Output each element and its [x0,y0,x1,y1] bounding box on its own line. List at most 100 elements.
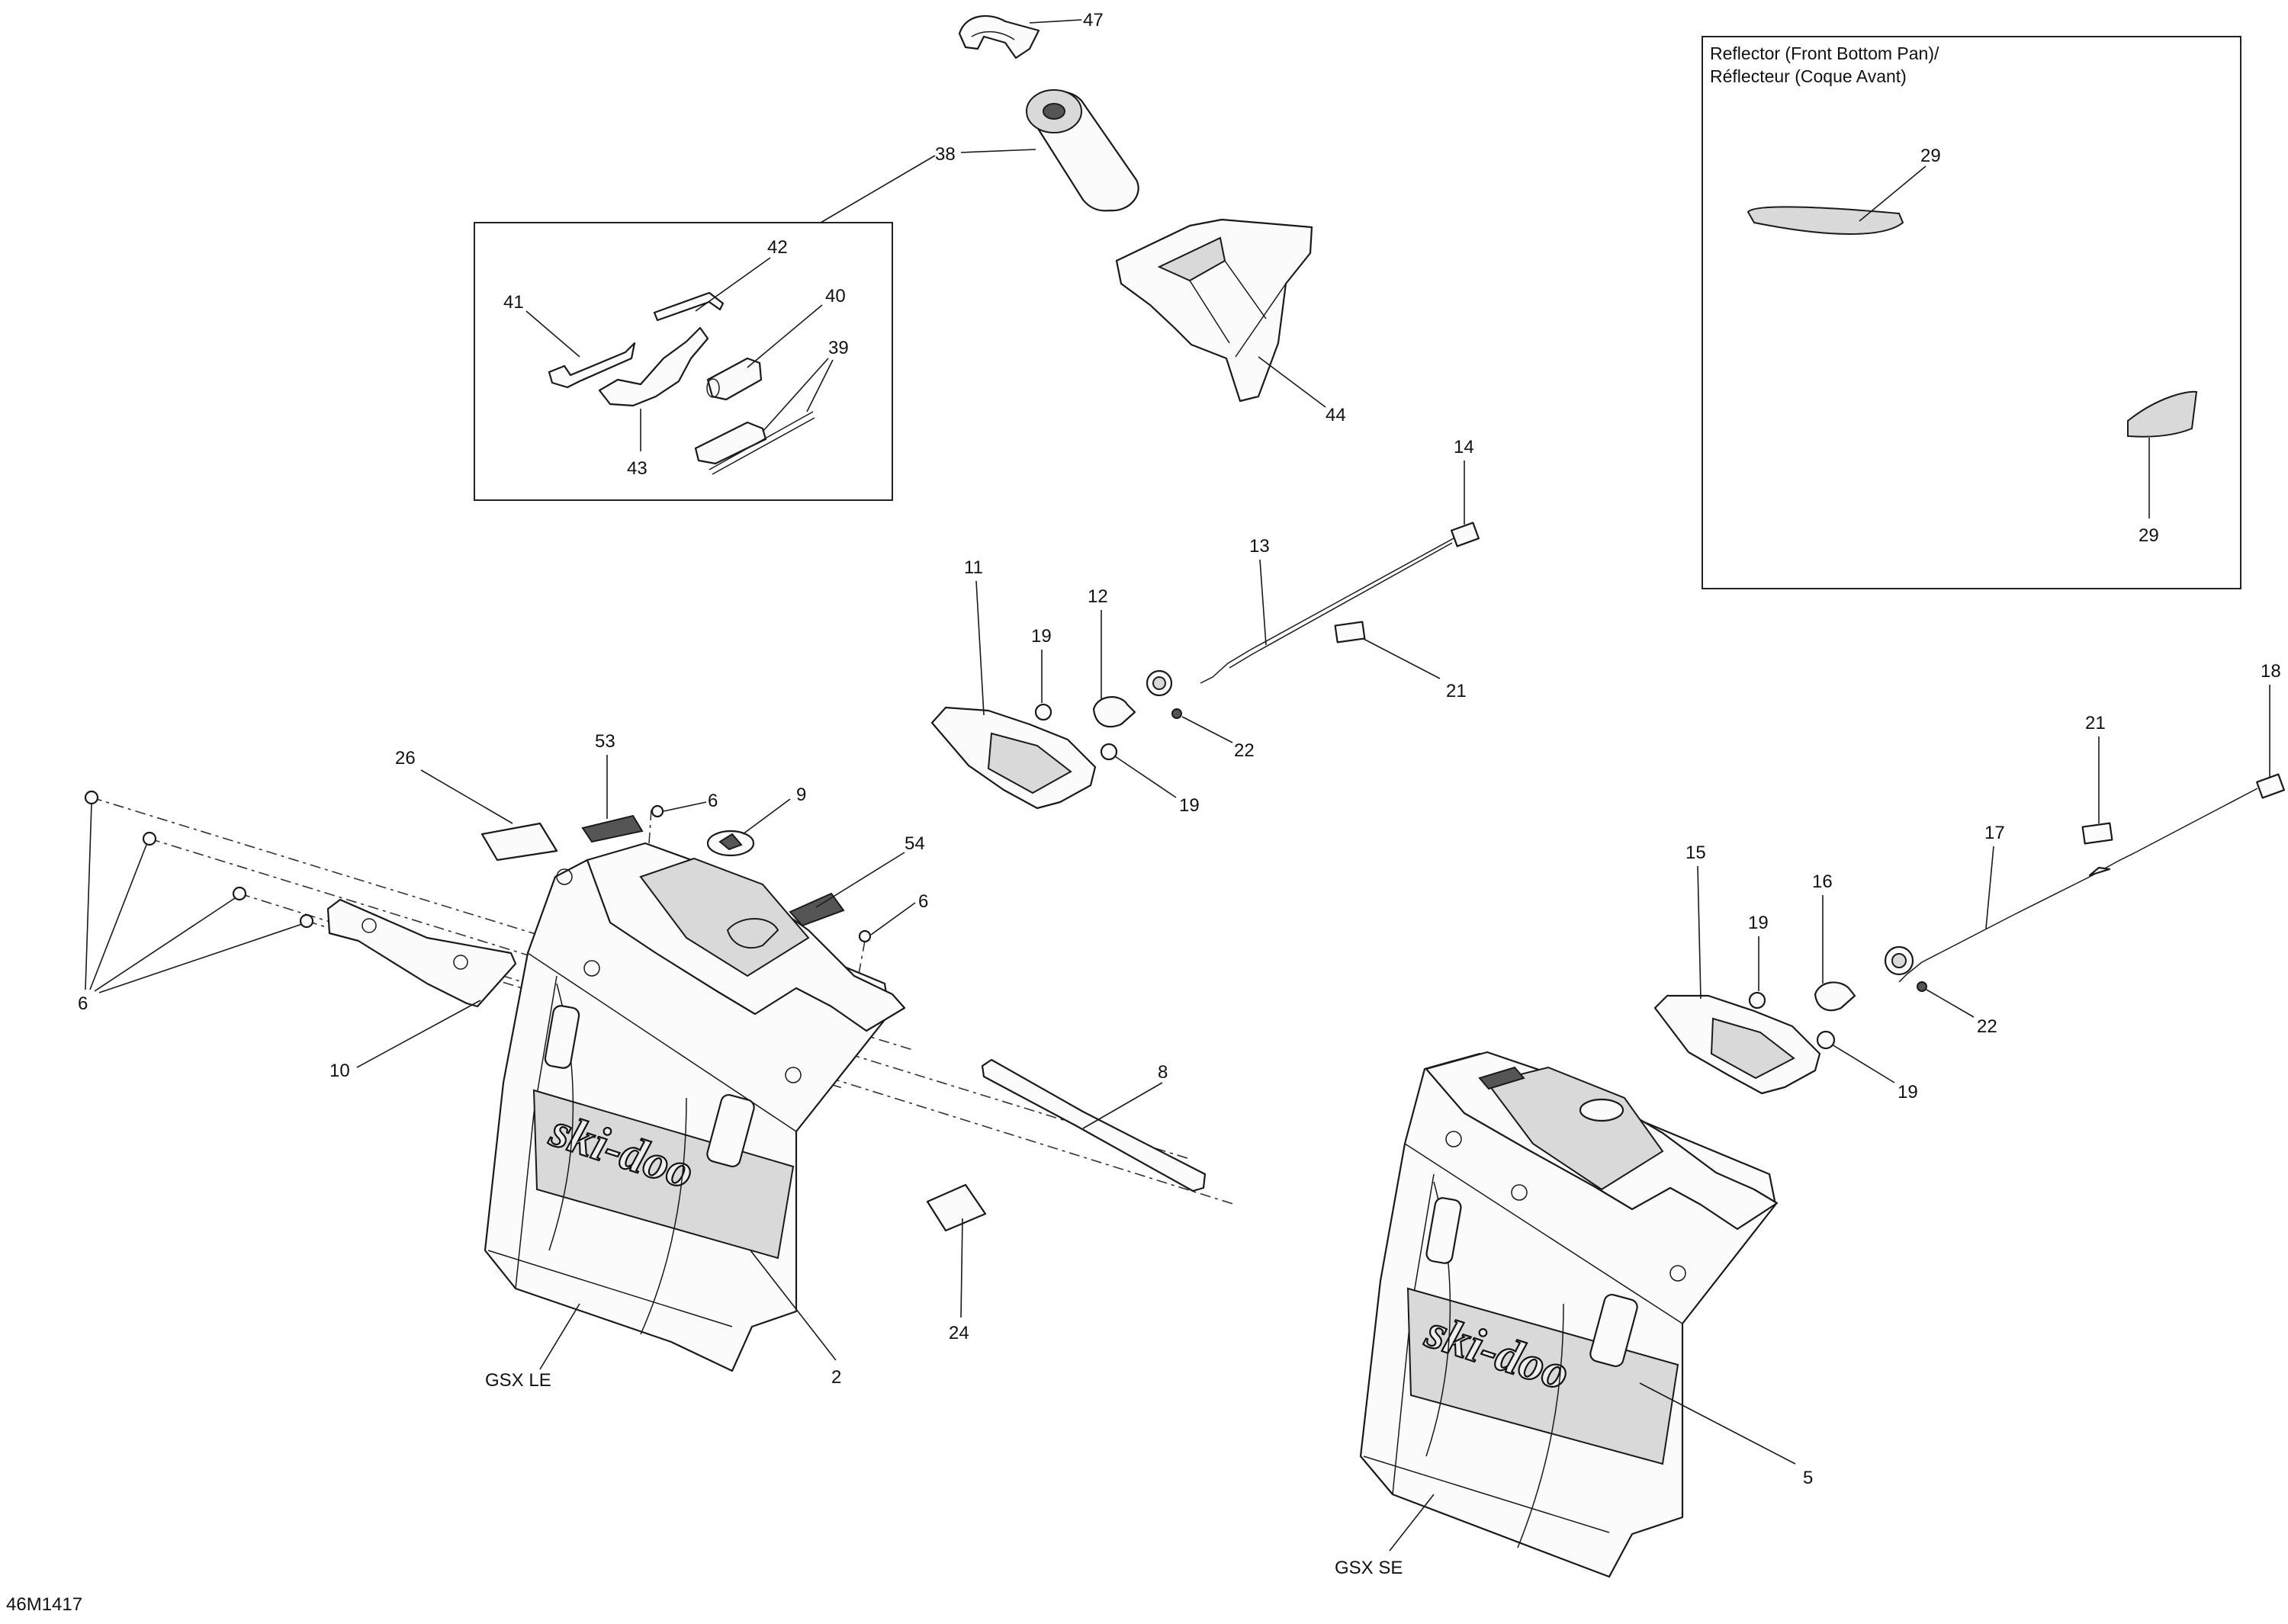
callout-19c: 19 [1748,913,1769,933]
leader-22a [1181,716,1233,743]
decal-26 [480,822,558,862]
harness-13b [1229,542,1453,669]
screw-22a [1171,708,1182,719]
front-bottom-pan-right: ski-doo 5 GSX SE [1335,1051,1813,1578]
nut-19a [1034,703,1052,721]
spanner-43 [598,326,709,407]
callout-38: 38 [935,144,956,165]
leader-10 [356,1000,481,1068]
emblem-9-mark [718,833,743,851]
leader-38b [820,155,936,223]
screwdriver-shaft-39b [712,417,815,475]
callout-6-mid: 6 [708,791,718,811]
callout-53: 53 [595,731,615,752]
callout-11: 11 [964,557,983,578]
screw-6-5 [651,804,664,818]
screw-6-4 [299,913,314,929]
callout-16: 16 [1812,871,1833,892]
pan-right-bolt2 [1511,1184,1528,1201]
leader-29a [1859,165,1926,222]
top-parts: 47 38 44 [820,10,1346,425]
callout-42: 42 [767,237,788,258]
leader-6-1 [85,803,92,990]
leader-6-3 [94,897,236,992]
callout-14: 14 [1454,437,1474,457]
harness-13 [1200,538,1454,684]
pan-right-slot-left [1425,1197,1462,1264]
connector-14 [1451,522,1480,547]
leader-22b [1926,989,1975,1018]
small-parts: 26 53 9 54 10 8 24 [326,731,1207,1343]
leader-42 [695,257,771,312]
dash-line-3 [239,893,1236,1205]
callout-43: 43 [627,458,648,479]
callout-13: 13 [1249,536,1270,557]
callout-26: 26 [395,748,416,769]
callout-9: 9 [796,785,806,805]
tool-kit-group: 41 42 43 40 39 [474,222,893,501]
screw-6-1 [84,790,99,805]
leader-6-4 [98,923,303,993]
storage-box-44-edges [1189,260,1287,358]
leader-5 [1639,1382,1796,1465]
leader-6-2 [89,844,147,990]
leader-17 [1985,846,1994,929]
leader-44 [1258,356,1326,408]
bracket-10 [326,898,517,1008]
callout-6-right: 6 [918,891,928,912]
screw-6-6 [858,929,872,943]
left-light-assembly: 14 13 12 21 22 19 19 11 [930,437,1480,816]
leader-gsx-le [539,1303,580,1370]
pan-left-recess [639,857,810,977]
leader-26 [420,769,513,824]
wrench-41 [548,342,636,389]
bracket-10-hole2 [453,955,468,970]
clip-47 [958,14,1040,59]
callout-12: 12 [1088,586,1108,607]
tube-38-bore [1043,103,1065,120]
screw-6-2 [142,831,157,846]
leader-47 [1029,19,1082,24]
leader-24 [960,1218,963,1318]
housing-11-lens [987,732,1072,794]
socket-40-end [706,378,720,398]
callout-19b: 19 [1179,795,1200,816]
leader-9 [742,798,791,835]
callout-29b: 29 [2139,525,2159,546]
callout-47: 47 [1083,10,1104,30]
bulb-12 [1092,696,1136,728]
leader-11 [975,580,985,716]
clip-47-detail [971,30,1015,40]
clip-21a [1334,621,1366,644]
front-bottom-pan-left: ski-doo 2 GSX LE [484,842,906,1391]
pan-left-vent [726,918,779,949]
screwdriver-shaft-39 [709,411,814,470]
leader-gsx-se [1389,1494,1435,1552]
callout-18: 18 [2261,661,2281,682]
bulb-16 [1814,981,1856,1012]
harness-17-junction [2088,866,2111,877]
leader-6-6 [870,902,916,936]
socket-12-inner [1152,676,1166,690]
socket-16-inner [1891,953,1907,968]
leader-19b [1114,756,1177,798]
drawing-id: 46M1417 [6,1594,82,1615]
reflector-inset: Reflector (Front Bottom Pan)/ Réflecteur… [1702,36,2241,589]
pan-right-emblem [1579,1098,1624,1122]
pan-right-bolt3 [1669,1265,1686,1282]
callout-41: 41 [503,292,524,313]
callout-5: 5 [1803,1468,1813,1488]
model-label-right: GSX SE [1335,1558,1403,1578]
pan-left-bolt3 [785,1067,802,1083]
bracket-10-hole1 [362,918,377,933]
screw-6-3 [232,886,247,901]
callout-8: 8 [1158,1062,1168,1083]
hex-key-42 [653,291,725,322]
callout-10: 10 [329,1061,350,1081]
strap-8 [981,1058,1207,1192]
pan-right-curve2 [1517,1303,1564,1549]
callout-44: 44 [1326,405,1346,425]
callout-54: 54 [905,833,925,854]
pan-left-slot-left [544,1005,580,1069]
